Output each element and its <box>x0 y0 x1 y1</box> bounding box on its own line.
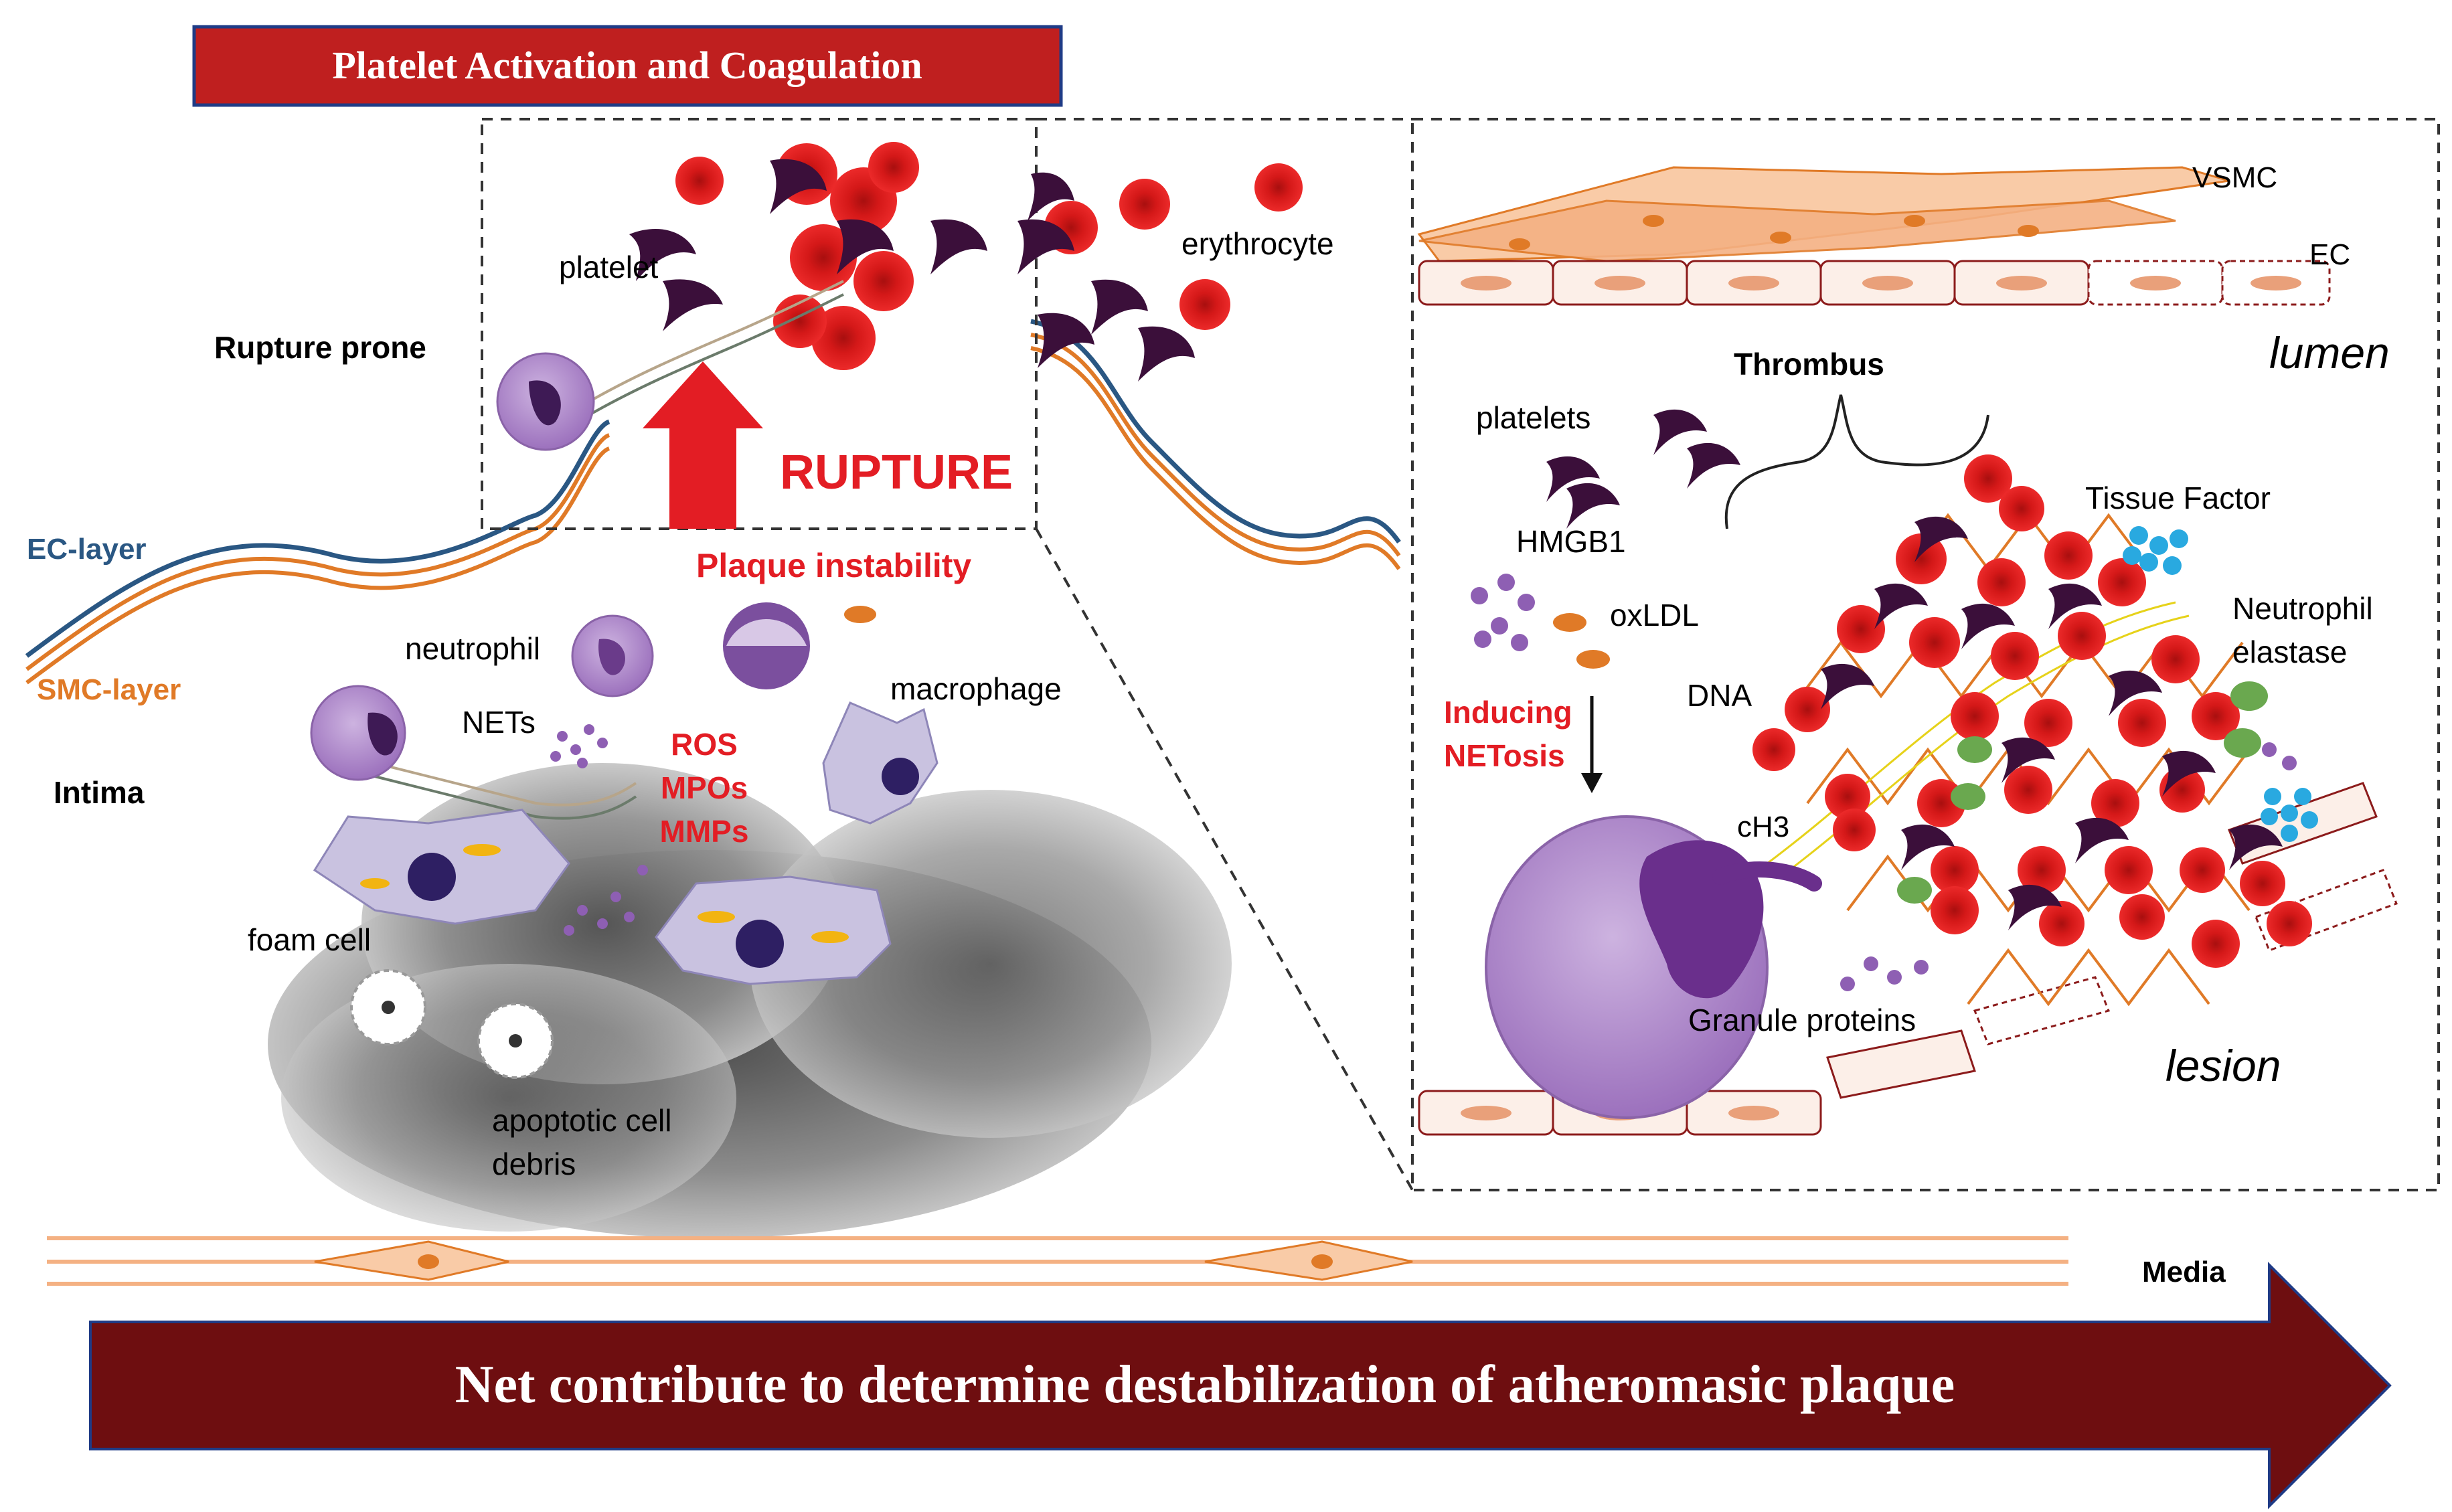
thrombus-platelets <box>1546 409 2283 930</box>
left-labels: Rupture prone EC-layer SMC-layer Intima … <box>27 226 2226 1288</box>
left-neutrophils <box>310 352 810 781</box>
label-rupture-prone: Rupture prone <box>214 330 426 365</box>
label-lesion: lesion <box>2165 1041 2281 1090</box>
right-oxldl <box>1553 613 1610 669</box>
label-hmgb1: HMGB1 <box>1516 524 1626 559</box>
label-thrombus: Thrombus <box>1734 347 1884 382</box>
label-granule-proteins: Granule proteins <box>1688 1003 1916 1037</box>
label-plaque-instability: Plaque instability <box>696 547 971 584</box>
label-nets: NETs <box>462 705 536 740</box>
left-apoptotic-cells <box>350 969 554 1079</box>
right-vsmc-layer <box>1417 166 2230 262</box>
label-rupture: RUPTURE <box>780 446 1013 499</box>
left-oxldl-particle <box>844 606 876 623</box>
title-box: Platelet Activation and Coagulation <box>192 25 1063 107</box>
elastase-dots <box>1897 681 2268 904</box>
rupture-arrow <box>643 361 763 529</box>
label-macrophage: macrophage <box>890 671 1062 706</box>
label-lumen: lumen <box>2269 328 2390 377</box>
label-intima: Intima <box>54 775 145 810</box>
left-small-particles <box>550 724 648 936</box>
label-media: Media <box>2142 1256 2226 1288</box>
label-ec: EC <box>2309 238 2350 271</box>
title: Platelet Activation and Coagulation <box>332 44 922 87</box>
label-neutrophil: neutrophil <box>405 631 540 666</box>
thrombus-brace <box>1724 394 1989 529</box>
thrombus-rbcs <box>1752 454 2312 968</box>
zoom-frames <box>481 118 2440 1191</box>
left-platelets <box>629 159 1195 382</box>
label-erythrocyte: erythrocyte <box>1181 226 1334 261</box>
label-ros: ROS <box>671 727 738 762</box>
netosis-arrow <box>1581 696 1603 793</box>
tissue-factor-dots <box>2123 526 2318 842</box>
banner-text: Net contribute to determine destabilizat… <box>455 1355 1955 1414</box>
label-platelet: platelet <box>559 250 659 284</box>
netosis-neutrophil <box>1485 815 1822 1119</box>
label-inducing: Inducing <box>1444 695 1572 730</box>
label-neutrophil-elastase-1: Neutrophil <box>2232 591 2373 626</box>
left-macrophages <box>313 701 938 985</box>
label-smc-layer: SMC-layer <box>37 673 181 706</box>
vessel-wall <box>25 319 1401 685</box>
bottom-banner: Net contribute to determine destabilizat… <box>89 1262 2392 1509</box>
label-apoptotic-1: apoptotic cell <box>492 1103 672 1138</box>
media-layer <box>47 1236 2068 1286</box>
label-netosis: NETosis <box>1444 738 1565 773</box>
label-apoptotic-2: debris <box>492 1147 576 1181</box>
left-netlike-dna <box>374 280 844 820</box>
label-mpos: MPOs <box>661 770 748 805</box>
right-labels: VSMC EC lumen Thrombus platelets HMGB1 o… <box>1444 161 2390 1090</box>
label-foam-cell: foam cell <box>248 922 371 957</box>
label-neutrophil-elastase-2: elastase <box>2232 635 2347 669</box>
label-ec-layer: EC-layer <box>27 533 147 566</box>
label-mmps: MMPs <box>660 814 749 849</box>
label-vsmc: VSMC <box>2192 161 2277 194</box>
label-ch3: cH3 <box>1737 811 1789 843</box>
label-tissue-factor: Tissue Factor <box>2085 481 2271 515</box>
label-oxldl: oxLDL <box>1610 598 1699 633</box>
label-dna: DNA <box>1687 678 1752 713</box>
right-small-particles <box>1471 574 2297 991</box>
right-ec-layer-top <box>1418 260 2331 306</box>
label-platelets: platelets <box>1476 400 1590 435</box>
